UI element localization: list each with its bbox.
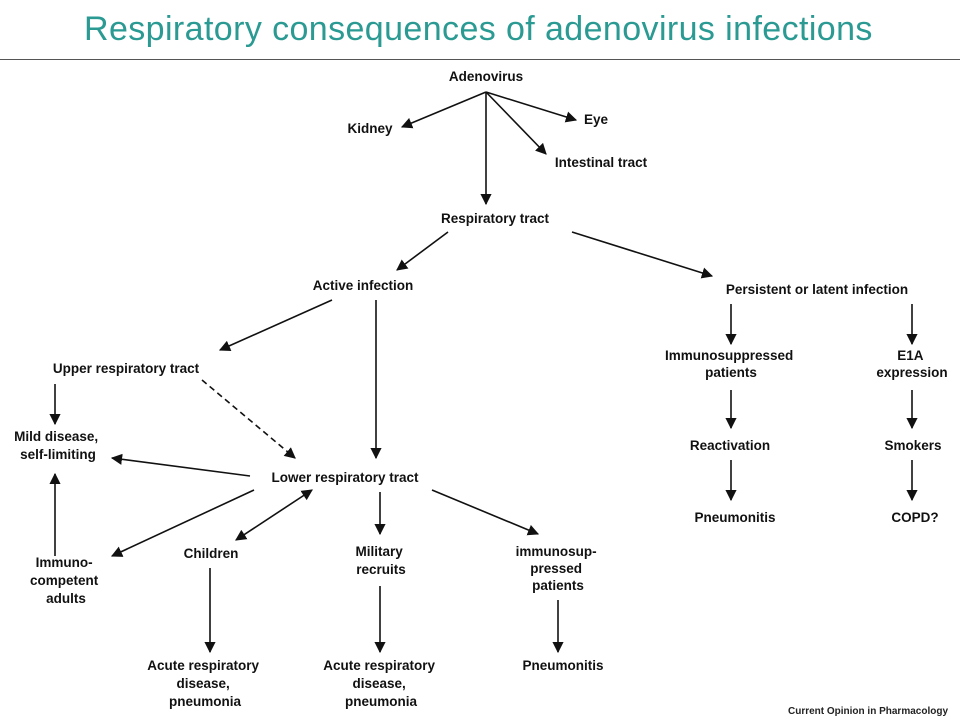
- node-immunocompetent-line-1: Immuno-: [36, 555, 93, 570]
- node-copd: COPD?: [891, 510, 938, 525]
- node-military-recruits: Military recruits: [355, 544, 406, 577]
- arrow-active-upper: [218, 299, 333, 352]
- node-acute-respiratory-disease-children: Acute respiratory disease, pneumonia: [147, 658, 263, 709]
- arrow-upper-lower-dashed: [201, 379, 296, 459]
- arrow-adenovirus-kidney: [400, 91, 487, 129]
- arrow-lower-children-bidirectional: [235, 489, 313, 541]
- node-mild-disease: Mild disease, self-limiting: [14, 429, 102, 462]
- node-immunosup-line-1: immunosup-: [516, 544, 597, 559]
- diagram-nodes: Adenovirus Kidney Eye Intestinal tract R…: [14, 69, 948, 717]
- node-e1a-line-1: E1A: [897, 348, 924, 363]
- node-upper-respiratory-tract: Upper respiratory tract: [53, 361, 200, 376]
- node-smokers: Smokers: [884, 438, 941, 453]
- diagram-arrows: [49, 91, 918, 654]
- node-acute2-line-3: pneumonia: [345, 694, 417, 709]
- node-mild-line-1: Mild disease,: [14, 429, 98, 444]
- node-immunosuppressed-patients: Immunosuppressed patients: [665, 348, 797, 380]
- node-respiratory-tract: Respiratory tract: [441, 211, 550, 226]
- arrow-adenovirus-eye: [485, 91, 578, 123]
- node-eye: Eye: [584, 112, 609, 127]
- node-lower-respiratory-tract: Lower respiratory tract: [271, 470, 419, 485]
- node-immunosup-line-3: patients: [532, 578, 584, 593]
- node-military-line-2: recruits: [356, 562, 406, 577]
- arrow-lower-immunocompetent: [110, 489, 255, 557]
- node-pneumonitis-bottom: Pneumonitis: [522, 658, 603, 673]
- node-immunosuppressed-line-2: patients: [705, 365, 757, 380]
- arrow-adenovirus-intestinal: [485, 91, 547, 155]
- node-acute1-line-3: pneumonia: [169, 694, 241, 709]
- node-immunosuppressed-patients-lower: immunosup- pressed patients: [516, 544, 601, 593]
- arrow-respiratory-persistent: [571, 231, 714, 279]
- slide-title: Respiratory consequences of adenovirus i…: [84, 10, 873, 48]
- node-military-line-1: Military: [355, 544, 403, 559]
- node-mild-line-2: self-limiting: [20, 447, 96, 462]
- arrow-respiratory-active: [396, 231, 449, 271]
- node-acute2-line-2: disease,: [352, 676, 405, 691]
- node-e1a-line-2: expression: [876, 365, 947, 380]
- source-credit: Current Opinion in Pharmacology: [788, 706, 948, 717]
- arrow-lower-immunosup: [431, 489, 540, 536]
- node-reactivation: Reactivation: [690, 438, 770, 453]
- node-kidney: Kidney: [347, 121, 393, 136]
- node-acute2-line-1: Acute respiratory: [323, 658, 435, 673]
- node-persistent-latent-infection: Persistent or latent infection: [726, 282, 908, 297]
- node-acute-respiratory-disease-military: Acute respiratory disease, pneumonia: [323, 658, 439, 709]
- node-immunosuppressed-line-1: Immunosuppressed: [665, 348, 793, 363]
- node-immunosup-line-2: pressed: [530, 561, 582, 576]
- node-pneumonitis-right: Pneumonitis: [694, 510, 775, 525]
- node-acute1-line-1: Acute respiratory: [147, 658, 259, 673]
- node-children: Children: [184, 546, 239, 561]
- node-intestinal-tract: Intestinal tract: [555, 155, 648, 170]
- node-adenovirus: Adenovirus: [449, 69, 523, 84]
- node-active-infection: Active infection: [313, 278, 414, 293]
- node-immunocompetent-adults: Immuno- competent adults: [30, 555, 102, 606]
- title-divider: [0, 59, 960, 60]
- node-acute1-line-2: disease,: [176, 676, 229, 691]
- node-immunocompetent-line-2: competent: [30, 573, 99, 588]
- arrow-lower-mild: [110, 453, 251, 477]
- node-immunocompetent-line-3: adults: [46, 591, 86, 606]
- node-e1a-expression: E1A expression: [876, 348, 947, 380]
